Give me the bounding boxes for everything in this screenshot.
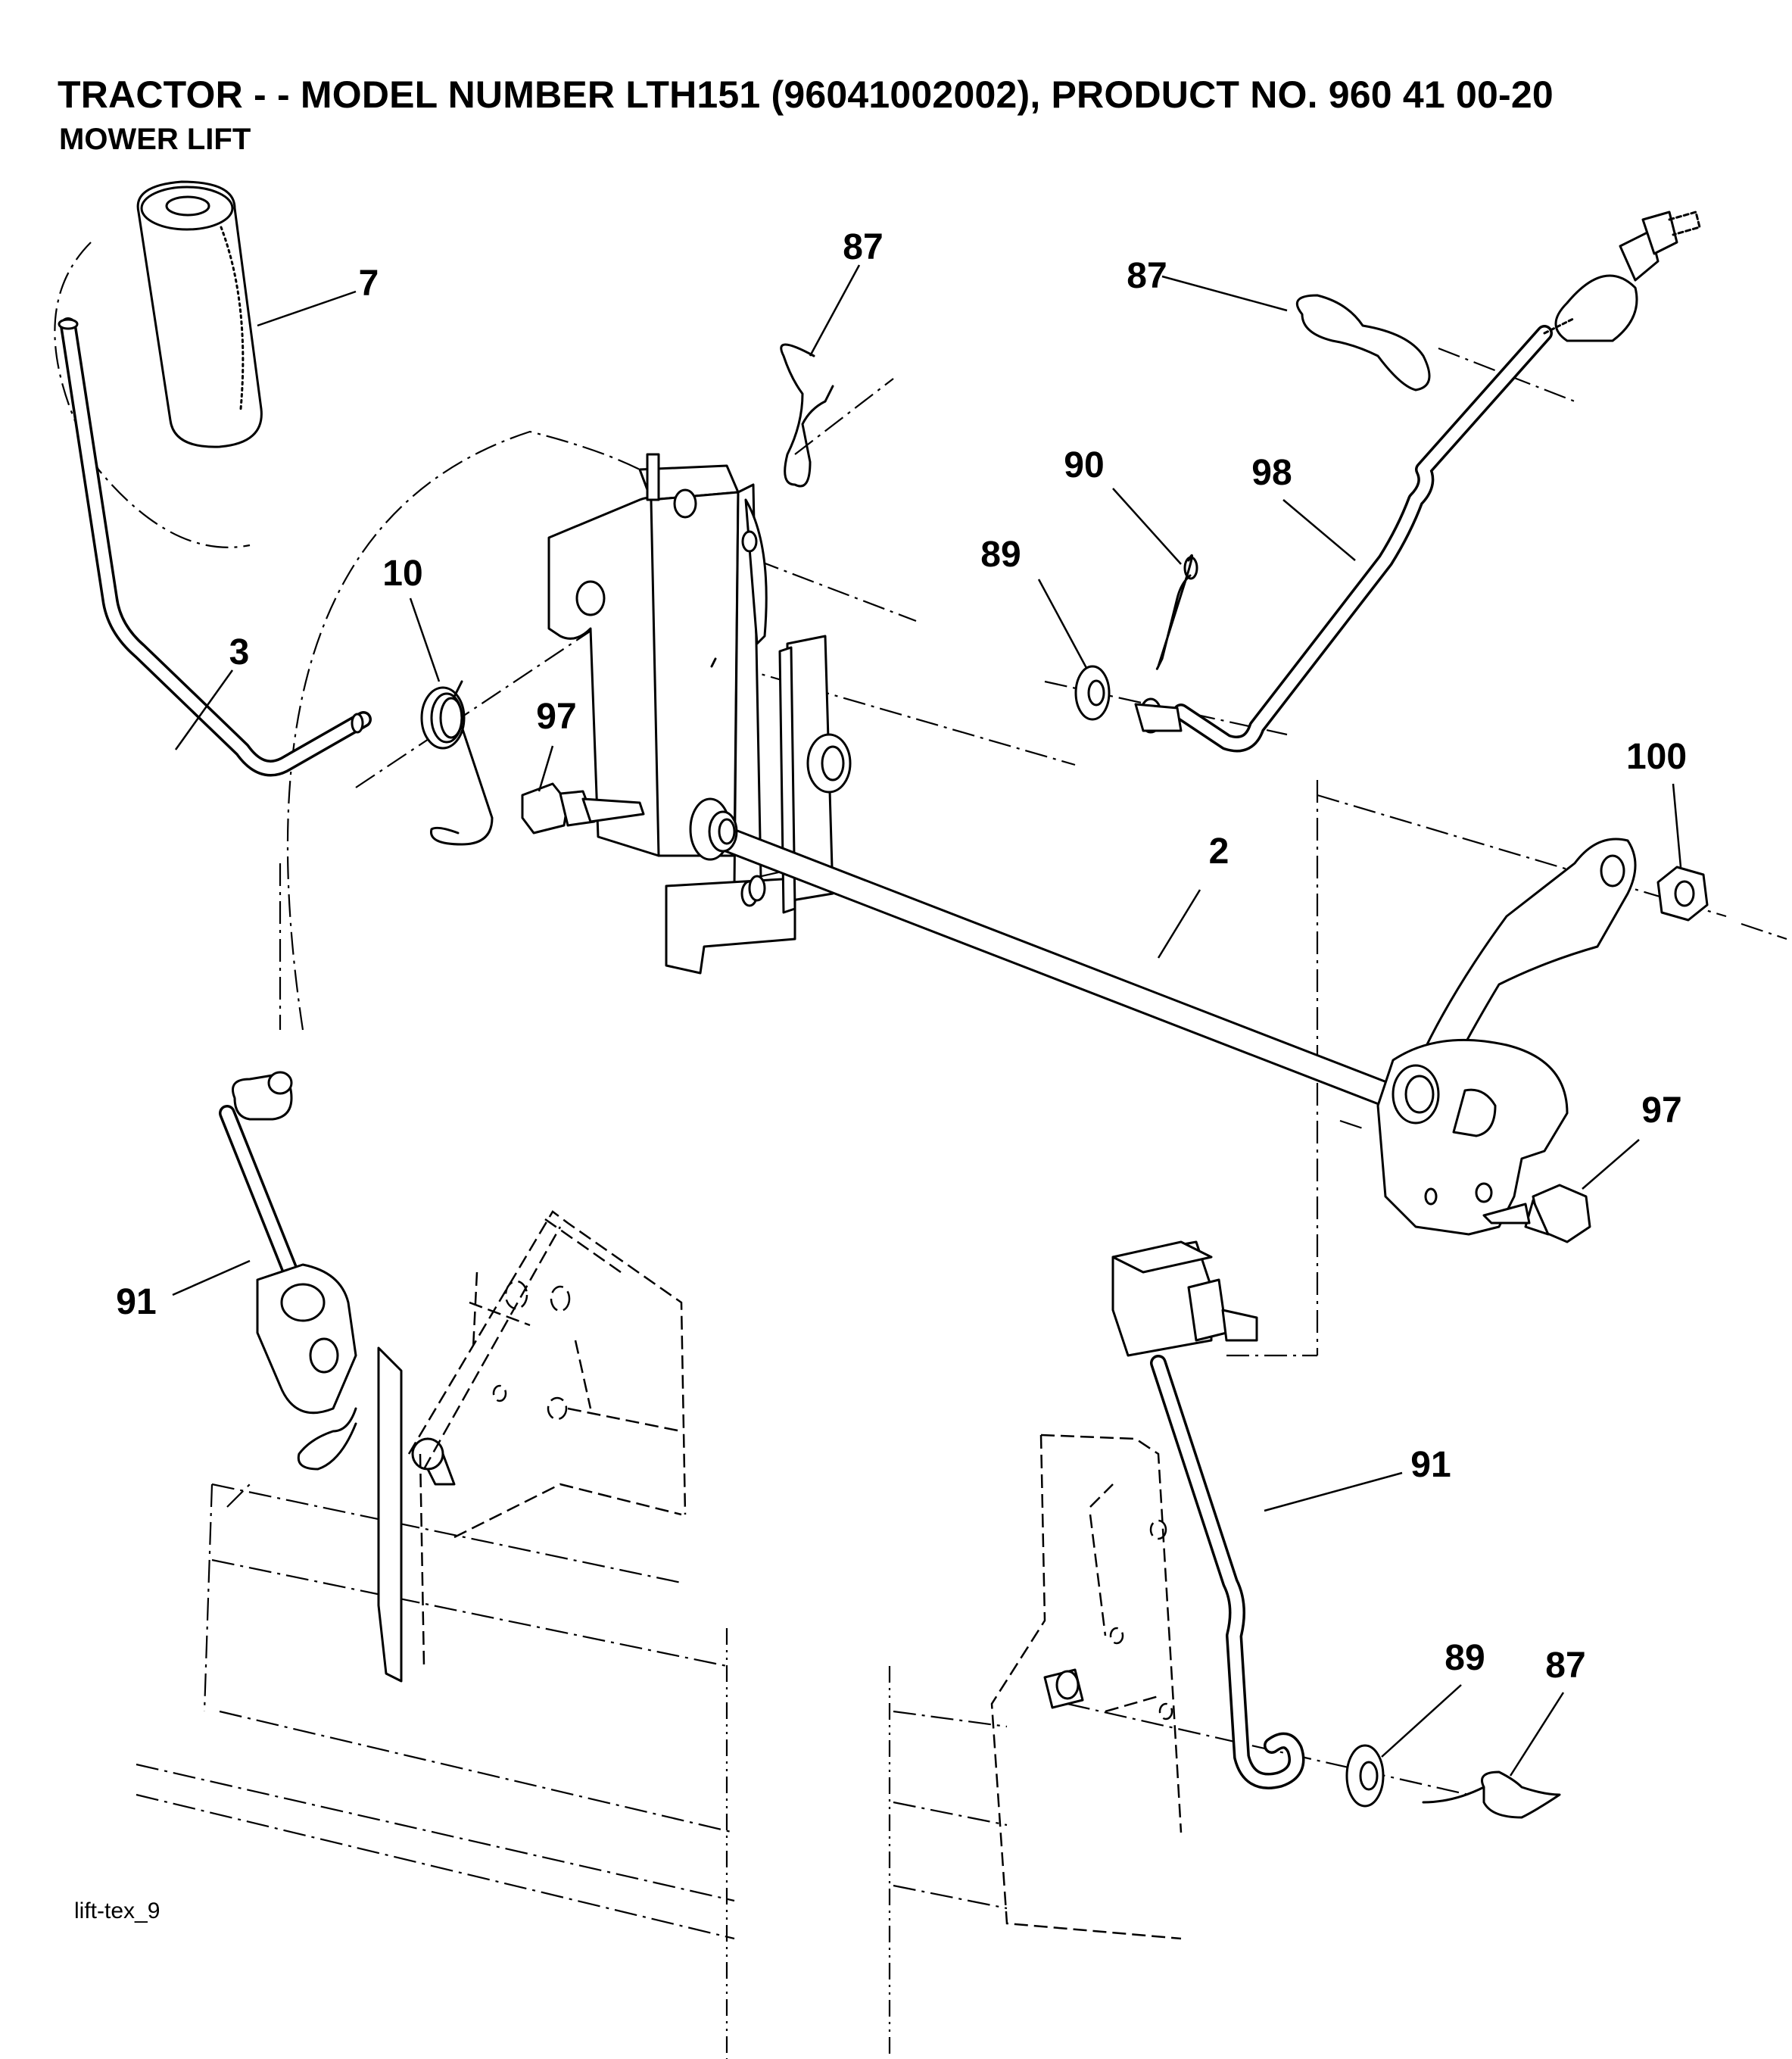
callout-90: 90 bbox=[1064, 445, 1104, 485]
callout-2: 2 bbox=[1209, 831, 1229, 872]
callout-3: 3 bbox=[229, 632, 250, 672]
mounting-bracket bbox=[547, 453, 852, 975]
callout-87-upper-left: 87 bbox=[843, 227, 883, 267]
callout-91-left: 91 bbox=[116, 1282, 156, 1322]
callout-97-upper: 97 bbox=[536, 697, 576, 737]
left-side-plate bbox=[407, 1210, 687, 1667]
callout-98: 98 bbox=[1251, 453, 1292, 493]
right-lift-arm bbox=[1376, 838, 1637, 1236]
callout-87-lower: 87 bbox=[1545, 1646, 1585, 1686]
callout-89-upper: 89 bbox=[980, 535, 1021, 575]
callout-89-lower: 89 bbox=[1445, 1638, 1485, 1678]
bolt-part-97-upper bbox=[521, 782, 645, 835]
lift-lever-part-3 bbox=[58, 317, 372, 777]
page-subtitle: MOWER LIFT bbox=[59, 123, 251, 156]
link-part-91-left bbox=[219, 1071, 456, 1683]
washer-part-89-upper bbox=[1074, 665, 1111, 721]
callout-97-lower: 97 bbox=[1641, 1090, 1681, 1131]
link-rod-part-98 bbox=[1134, 211, 1701, 753]
bolt-part-97-lower bbox=[1482, 1184, 1591, 1243]
callout-91-right: 91 bbox=[1410, 1445, 1451, 1485]
callout-87-upper-right: 87 bbox=[1127, 256, 1167, 296]
nut-part-100 bbox=[1656, 866, 1709, 922]
leader-lines bbox=[172, 264, 1682, 1777]
washer-part-89-lower bbox=[1345, 1744, 1385, 1808]
callout-100: 100 bbox=[1626, 737, 1687, 777]
link-part-91-right bbox=[1111, 1240, 1305, 1789]
hairpin-clip-part-87-upper-left bbox=[780, 343, 834, 488]
callout-labels: 7 87 87 90 98 89 10 3 97 100 2 97 91 91 … bbox=[116, 227, 1687, 1686]
hairpin-clip-part-87-lower bbox=[1422, 1770, 1561, 1819]
drawing-reference: lift-tex_9 bbox=[74, 1898, 161, 1923]
callout-10: 10 bbox=[382, 554, 422, 594]
torsion-spring-part-10 bbox=[420, 680, 494, 846]
handle-grip-part-7 bbox=[136, 180, 263, 448]
cotter-pin-part-90 bbox=[1155, 554, 1198, 670]
page-title: TRACTOR - - MODEL NUMBER LTH151 (9604100… bbox=[58, 73, 1554, 116]
callout-7: 7 bbox=[359, 264, 379, 304]
hairpin-clip-part-87-upper-right bbox=[1295, 294, 1431, 392]
right-side-plate bbox=[990, 1434, 1183, 1940]
